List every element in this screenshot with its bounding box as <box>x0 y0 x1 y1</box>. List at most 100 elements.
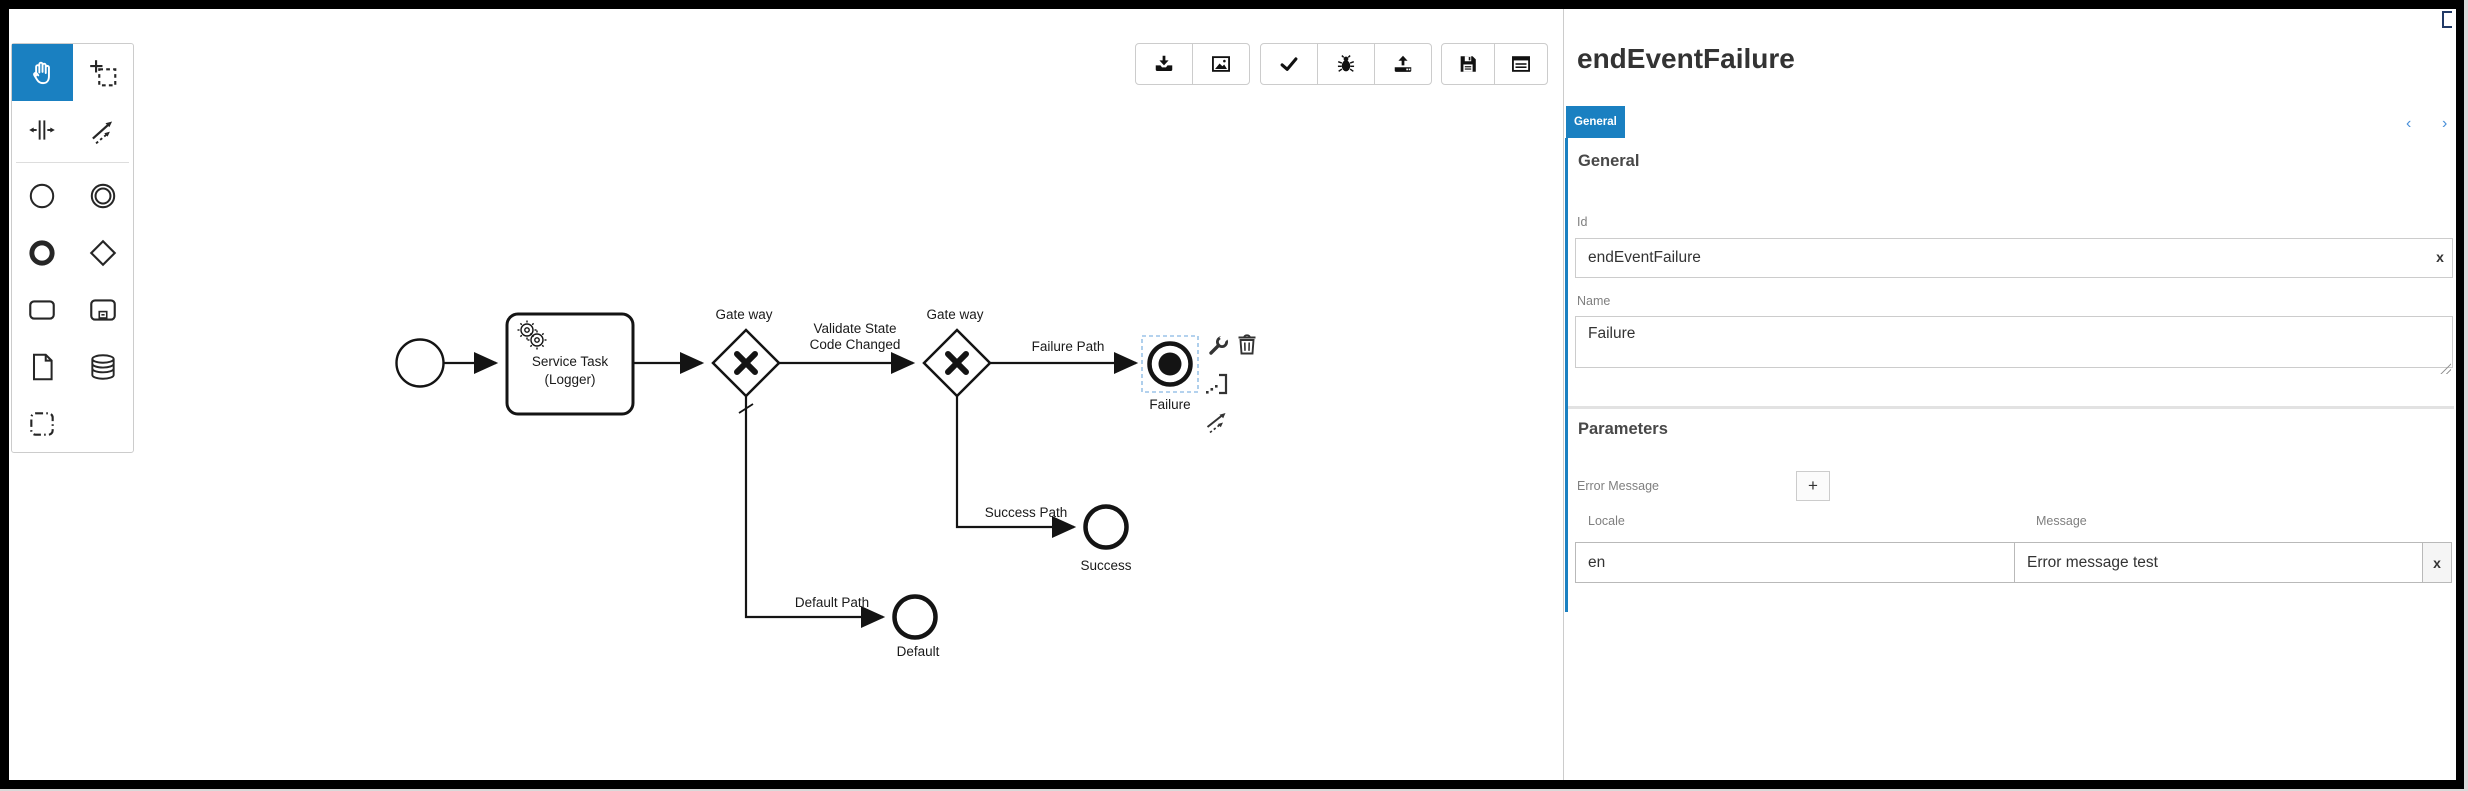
id-clear-button[interactable]: x <box>2436 249 2444 265</box>
data-store-icon <box>91 353 115 380</box>
create-exclusive-gateway[interactable] <box>73 224 134 281</box>
panel-title: endEventFailure <box>1577 43 1795 74</box>
palette-empty-cell <box>73 395 134 452</box>
save-icon <box>1460 56 1476 72</box>
hand-icon <box>33 61 51 84</box>
check-icon <box>1280 57 1298 71</box>
form-icon <box>1512 56 1530 72</box>
gateway-icon <box>89 239 116 266</box>
debug-button[interactable] <box>1317 43 1375 85</box>
flow-failure-label: Failure Path <box>1032 339 1105 354</box>
create-data-store[interactable] <box>73 338 134 395</box>
tab-scroll-right[interactable]: › <box>2442 115 2448 132</box>
connect-icon[interactable] <box>1206 413 1226 434</box>
window-frame-shadow-right <box>2464 0 2468 791</box>
download-icon <box>1155 55 1173 71</box>
gateway1-node[interactable]: Gate way <box>711 307 781 398</box>
task-icon <box>29 299 56 320</box>
active-tab-rail <box>1565 138 1568 612</box>
window-frame-left <box>0 0 9 791</box>
parameter-row: x <box>1575 542 2452 583</box>
flow-default-path[interactable] <box>744 396 886 628</box>
flow-success-path[interactable] <box>955 396 1077 538</box>
palette-separator <box>12 158 133 167</box>
corner-marker-icon[interactable] <box>2440 10 2456 28</box>
data-object-icon <box>33 353 53 380</box>
default-flow-marker <box>738 403 754 414</box>
start-event[interactable] <box>395 338 445 388</box>
toolbar-group-export <box>1135 43 1250 85</box>
download-button[interactable] <box>1135 43 1193 85</box>
flow-success-label: Success Path <box>985 505 1068 520</box>
tab-scroll-left[interactable]: ‹ <box>2406 115 2412 132</box>
window-frame-shadow-bottom <box>0 789 2468 791</box>
sequence-flows[interactable] <box>444 352 1139 628</box>
deploy-button[interactable] <box>1374 43 1432 85</box>
flow-default-label: Default Path <box>795 595 869 610</box>
space-tool[interactable] <box>12 101 73 158</box>
service-task-node[interactable]: Service Task (Logger) <box>505 312 635 416</box>
end-event-success[interactable]: Success <box>1080 504 1132 574</box>
window-frame-bottom <box>0 780 2468 789</box>
create-start-event[interactable] <box>12 167 73 224</box>
group-icon <box>30 411 54 436</box>
diagram-canvas[interactable]: Service Task (Logger) Gate way Validate … <box>0 0 1563 780</box>
create-group[interactable] <box>12 395 73 452</box>
create-data-object[interactable] <box>12 338 73 395</box>
subprocess-icon <box>89 298 116 321</box>
text-annotation-icon[interactable] <box>1206 373 1228 395</box>
intermediate-event-icon <box>90 183 115 208</box>
window-frame-top <box>0 0 2468 9</box>
create-end-event[interactable] <box>12 224 73 281</box>
wrench-icon[interactable] <box>1209 333 1229 355</box>
service-task-label-2: (Logger) <box>544 372 595 387</box>
canvas-panel-divider <box>1563 9 1564 780</box>
name-field-label: Name <box>1577 294 1611 308</box>
gateway2-node[interactable]: Gate way <box>922 307 992 398</box>
error-message-label: Error Message <box>1577 479 1659 493</box>
hand-tool[interactable] <box>12 44 73 101</box>
end-event-default[interactable]: Default <box>892 594 940 660</box>
create-task[interactable] <box>12 281 73 338</box>
locale-input[interactable] <box>1575 542 2015 583</box>
context-pad[interactable] <box>1206 333 1256 434</box>
end-event-failure[interactable]: Failure <box>1141 335 1199 412</box>
global-connect-tool[interactable] <box>73 101 134 158</box>
toolbar-group-validate <box>1260 43 1432 85</box>
space-tool-icon <box>29 119 56 140</box>
end-event-failure-label: Failure <box>1149 397 1190 412</box>
message-column-header: Message <box>2036 514 2087 528</box>
create-subprocess[interactable] <box>73 281 134 338</box>
message-input[interactable] <box>2014 542 2423 583</box>
validate-button[interactable] <box>1260 43 1318 85</box>
textarea-resize-handle[interactable] <box>2440 363 2451 374</box>
flow-validate-label-2: Code Changed <box>810 337 901 352</box>
lasso-tool[interactable] <box>73 44 134 101</box>
selection-outline <box>1141 335 1199 393</box>
flow-validate-label-1: Validate State <box>813 321 896 336</box>
gateway1-label: Gate way <box>715 307 772 322</box>
export-image-button[interactable] <box>1192 43 1250 85</box>
properties-panel: endEventFailure General ‹ › General Id x… <box>1564 9 2456 780</box>
trash-icon[interactable] <box>1238 334 1256 355</box>
gateway2-label: Gate way <box>926 307 983 322</box>
tool-palette <box>11 43 134 453</box>
id-input[interactable] <box>1575 238 2453 278</box>
remove-parameter-button[interactable]: x <box>2422 542 2452 583</box>
end-event-default-label: Default <box>897 644 940 659</box>
locale-column-header: Locale <box>1588 514 1625 528</box>
parameters-section-heading: Parameters <box>1578 420 1668 438</box>
service-task-label-1: Service Task <box>532 354 609 369</box>
tab-general[interactable]: General <box>1566 106 1625 138</box>
name-textarea[interactable]: Failure <box>1575 316 2453 368</box>
id-field-label: Id <box>1577 215 1588 229</box>
bug-icon <box>1337 55 1355 72</box>
add-error-message-button[interactable]: + <box>1796 471 1830 501</box>
upload-icon <box>1394 55 1412 72</box>
save-button[interactable] <box>1441 43 1495 85</box>
create-intermediate-event[interactable] <box>73 167 134 224</box>
end-event-success-label: Success <box>1080 558 1131 573</box>
properties-form-button[interactable] <box>1494 43 1548 85</box>
global-connect-icon <box>91 120 112 144</box>
